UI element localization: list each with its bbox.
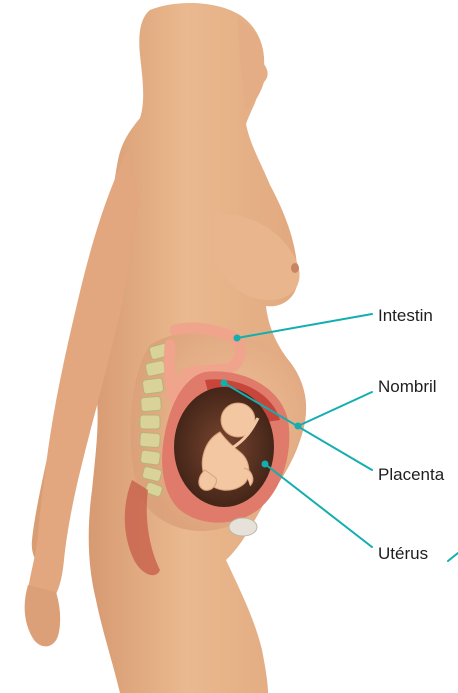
leader-line-uterus [265,464,372,547]
label-placenta: Placenta [378,466,444,483]
nipple [291,263,299,273]
leader-line-uterus-stub [448,553,458,561]
label-intestin: Intestin [378,307,433,324]
label-uterus: Utérus [378,545,428,562]
label-nombril: Nombril [378,378,437,395]
hand [25,585,61,646]
bladder [229,518,257,536]
leader-line-nombril [298,392,372,426]
